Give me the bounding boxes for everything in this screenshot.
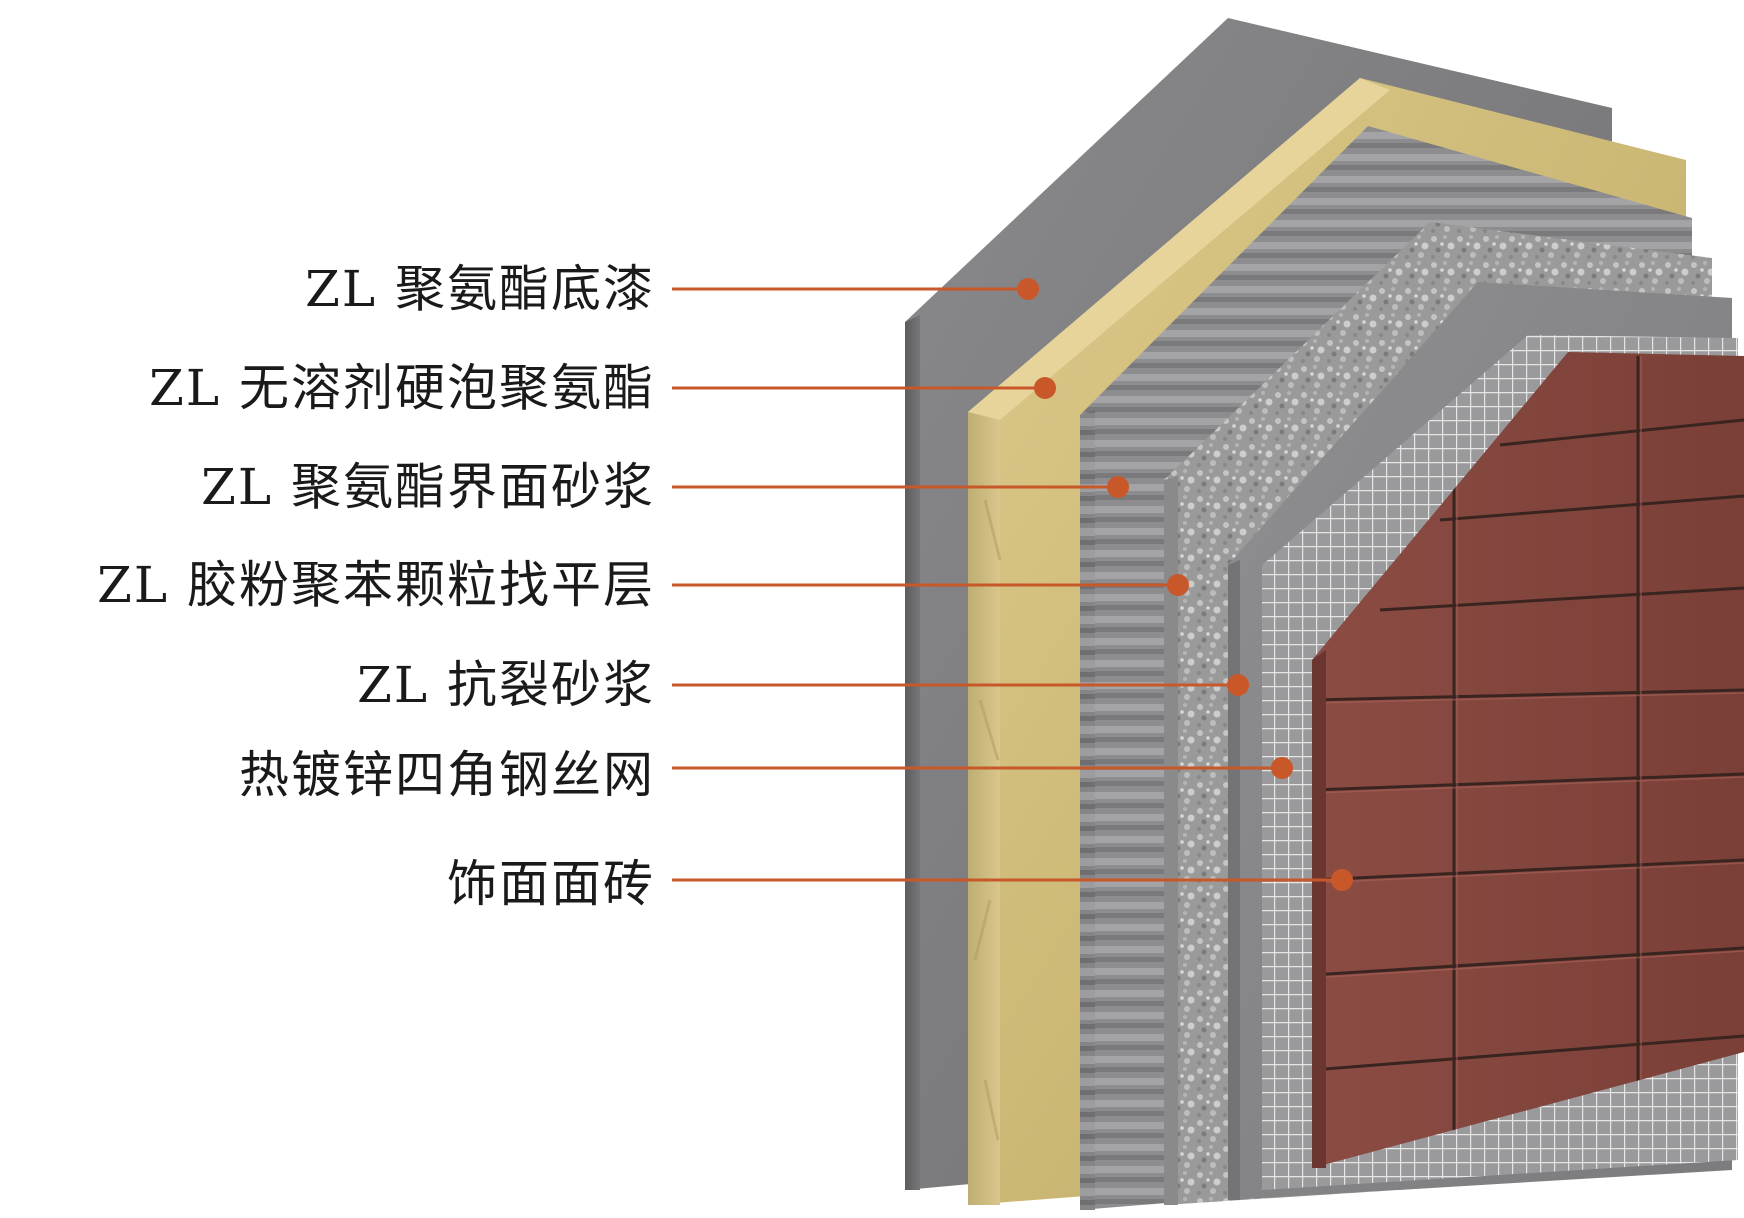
- leader-pu-foam-dot: [1034, 377, 1056, 399]
- leader-steel-mesh-dot: [1271, 757, 1293, 779]
- leader-facing-tiles-dot: [1331, 869, 1353, 891]
- leader-eps-levelling-dot: [1167, 574, 1189, 596]
- leader-pu-primer-dot: [1017, 278, 1039, 300]
- leader-lines: [672, 278, 1353, 891]
- leader-anticrack-mortar-dot: [1227, 674, 1249, 696]
- layer-facing-tiles: [1312, 352, 1744, 1168]
- leader-interface-mortar-dot: [1107, 476, 1129, 498]
